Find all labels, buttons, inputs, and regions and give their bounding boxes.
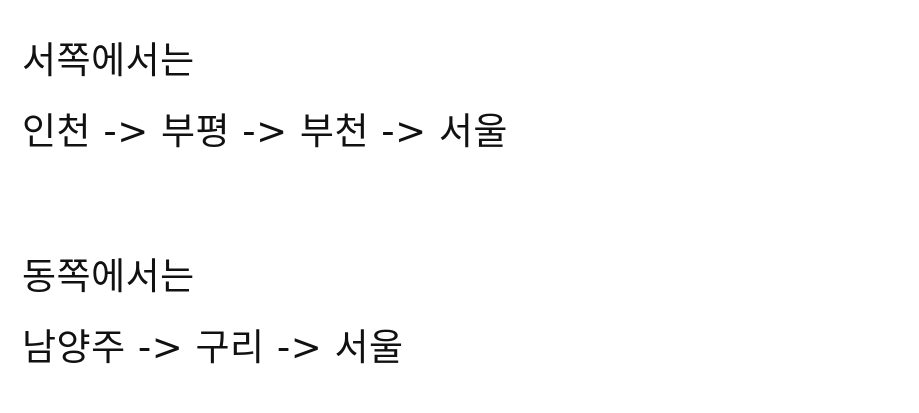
east-section-heading: 동쪽에서는: [22, 255, 195, 298]
west-route-text: 인천 -> 부평 -> 부천 -> 서울: [22, 110, 508, 153]
west-section-heading: 서쪽에서는: [22, 39, 195, 82]
east-route-text: 남양주 -> 구리 -> 서울: [22, 326, 404, 369]
